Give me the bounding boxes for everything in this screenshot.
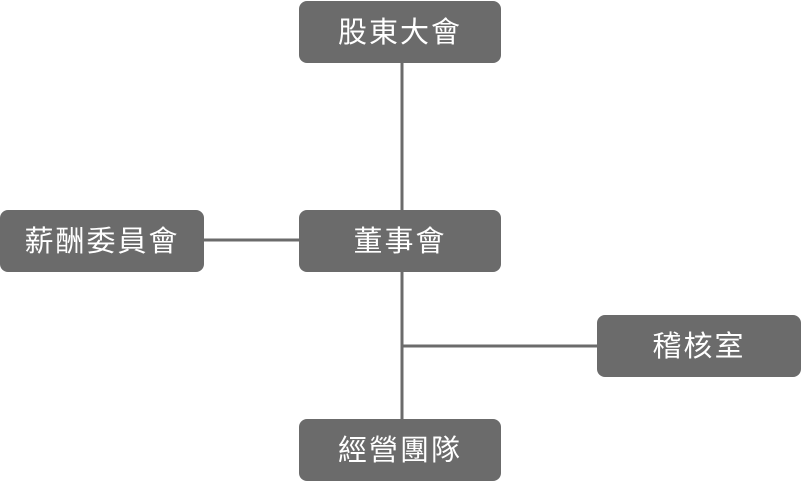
node-label: 董事會 xyxy=(353,223,447,258)
node-label: 股東大會 xyxy=(337,14,462,49)
node-board-of-directors: 董事會 xyxy=(299,210,501,272)
node-label: 稽核室 xyxy=(652,328,746,363)
node-label: 薪酬委員會 xyxy=(24,223,180,258)
node-shareholders-meeting: 股東大會 xyxy=(299,1,501,63)
node-audit-office: 稽核室 xyxy=(597,315,801,377)
node-label: 經營團隊 xyxy=(337,432,462,467)
node-management-team: 經營團隊 xyxy=(299,419,501,481)
node-remuneration-committee: 薪酬委員會 xyxy=(0,210,204,272)
